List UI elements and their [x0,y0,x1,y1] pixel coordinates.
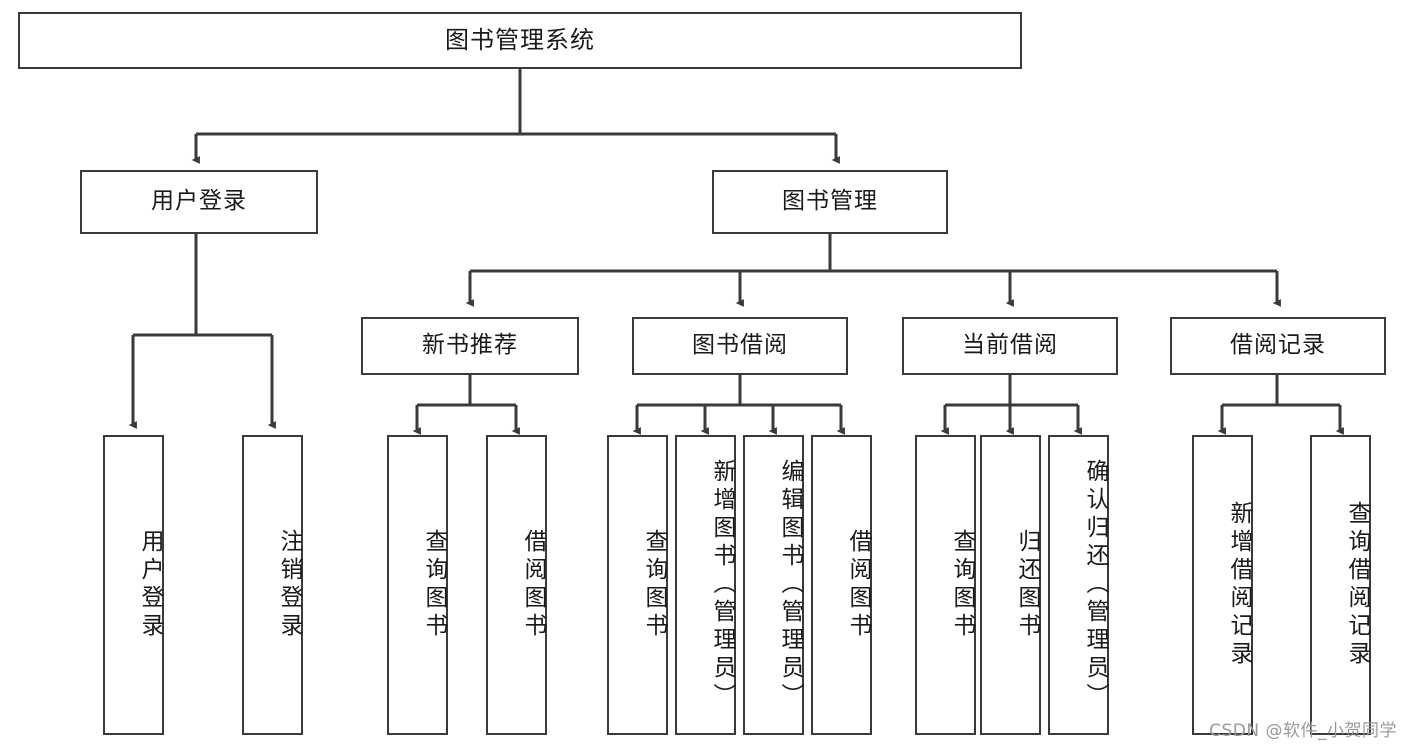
leaf-return-book[interactable]: 归还图书 [980,435,1041,735]
leaf-confirm-return-admin[interactable]: 确认归还（管理员） [1048,435,1109,735]
node-current-borrow[interactable]: 当前借阅 [902,317,1118,375]
leaf-borrow-query-book[interactable]: 查询图书 [607,435,668,735]
node-user-login-label: 用户登录 [151,188,247,215]
leaf-edit-book-admin-label: 编辑图书（管理员） [777,459,803,711]
leaf-add-borrow-record-label: 新增借阅记录 [1226,501,1252,669]
leaf-edit-book-admin[interactable]: 编辑图书（管理员） [743,435,804,735]
watermark: CSDN @软件_小贺同学 [1209,721,1397,741]
leaf-add-book-admin-label: 新增图书（管理员） [709,459,735,711]
node-current-borrow-label: 当前借阅 [962,332,1058,359]
leaf-borrow-book[interactable]: 借阅图书 [811,435,872,735]
leaf-add-borrow-record[interactable]: 新增借阅记录 [1192,435,1253,735]
leaf-new-book-query-book-label: 查询图书 [421,529,447,641]
node-new-book-recommend-label: 新书推荐 [422,332,518,359]
node-new-book-recommend[interactable]: 新书推荐 [361,317,579,375]
node-book-borrow[interactable]: 图书借阅 [632,317,848,375]
leaf-logout-label: 注销登录 [276,529,302,641]
node-book-management-label: 图书管理 [782,188,878,215]
leaf-user-login[interactable]: 用户登录 [103,435,164,735]
node-root-book-management-system[interactable]: 图书管理系统 [18,12,1022,69]
leaf-return-book-label: 归还图书 [1014,529,1040,641]
leaf-user-login-label: 用户登录 [137,529,163,641]
leaf-new-book-borrow-book-label: 借阅图书 [520,529,546,641]
node-book-management[interactable]: 图书管理 [712,170,948,234]
leaf-borrow-query-book-label: 查询图书 [641,529,667,641]
node-book-borrow-label: 图书借阅 [692,332,788,359]
node-borrow-record[interactable]: 借阅记录 [1170,317,1386,375]
leaf-query-borrow-record[interactable]: 查询借阅记录 [1310,435,1371,735]
leaf-new-book-query-book[interactable]: 查询图书 [387,435,448,735]
leaf-logout[interactable]: 注销登录 [242,435,303,735]
leaf-current-query-book[interactable]: 查询图书 [915,435,976,735]
leaf-add-book-admin[interactable]: 新增图书（管理员） [675,435,736,735]
node-user-login[interactable]: 用户登录 [80,170,318,234]
node-root-label: 图书管理系统 [445,26,595,55]
leaf-borrow-book-label: 借阅图书 [845,529,871,641]
leaf-query-borrow-record-label: 查询借阅记录 [1344,501,1370,669]
leaf-confirm-return-admin-label: 确认归还（管理员） [1082,459,1108,711]
node-borrow-record-label: 借阅记录 [1230,332,1326,359]
leaf-current-query-book-label: 查询图书 [949,529,975,641]
leaf-new-book-borrow-book[interactable]: 借阅图书 [486,435,547,735]
